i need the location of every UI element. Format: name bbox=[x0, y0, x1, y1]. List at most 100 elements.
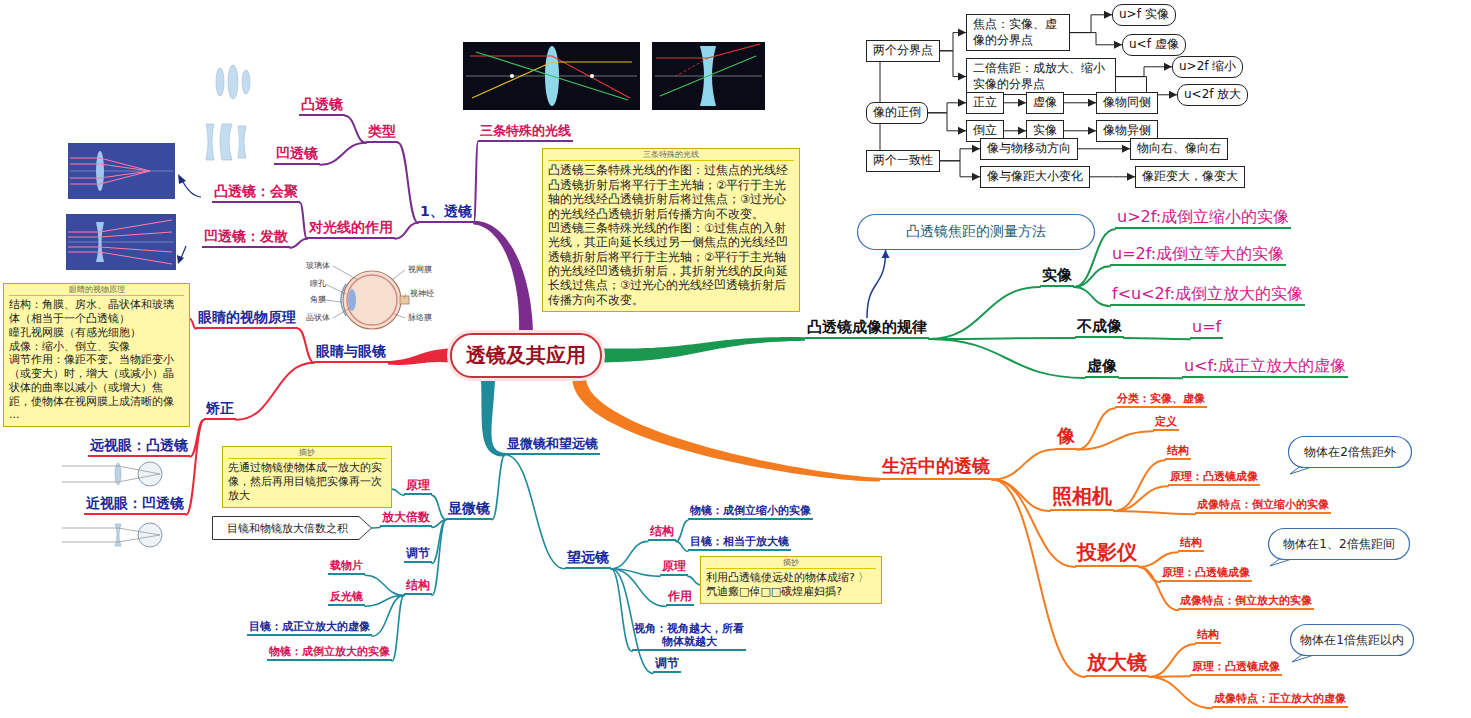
branch-label: 像 bbox=[1057, 425, 1075, 447]
branch-line bbox=[1124, 338, 1190, 339]
arrow-head bbox=[958, 73, 966, 81]
flow-text: 两个一致性 bbox=[873, 153, 933, 169]
flow-text: 像物异侧 bbox=[1103, 123, 1151, 139]
branch-label: 实像 bbox=[1042, 266, 1072, 284]
branch-label: 调节 bbox=[406, 546, 430, 560]
branch-label: 远视眼：凸透镜 bbox=[90, 437, 188, 454]
topic-node: 原理：凸透镜成像 bbox=[1160, 566, 1252, 582]
arrow-head bbox=[1088, 99, 1096, 107]
flow-box: 两个分界点 bbox=[866, 40, 940, 62]
note-text: 利用凸透镜使远处的物体成缩? 〉氕迪瘢□倬□□硪煌雇妇撝? bbox=[706, 571, 876, 599]
arrow-head bbox=[1164, 63, 1172, 71]
connector bbox=[365, 575, 404, 595]
topic-node: u=2f:成倒立等大的实像 bbox=[1110, 244, 1286, 266]
connector bbox=[505, 455, 565, 569]
flow-box: 二倍焦距：成放大、缩小实像的分界点 bbox=[966, 58, 1116, 95]
note-text: 凸透镜三条特殊光线的作图：过焦点的光线经凸透镜折射后将平行于主光轴；②平行于主光… bbox=[548, 163, 794, 221]
branch-line bbox=[611, 541, 648, 568]
part-label: 角膜 bbox=[310, 296, 326, 304]
connector bbox=[1070, 33, 1122, 49]
flow-box: 像物同侧 bbox=[1096, 92, 1158, 114]
topic-node: 显微镜和望远镜 bbox=[505, 436, 600, 455]
connector bbox=[572, 378, 880, 482]
topic-node: 照相机 bbox=[1050, 484, 1114, 511]
note-heading: 三条特殊的光线 bbox=[548, 150, 794, 161]
connector bbox=[1074, 287, 1110, 306]
note-box: 三条特殊的光线凸透镜三条特殊光线的作图：过焦点的光线经凸透镜折射后将平行于主光轴… bbox=[542, 148, 800, 312]
branch-line bbox=[929, 338, 1075, 339]
eye-illustration bbox=[325, 266, 409, 329]
topic-node: 像 bbox=[1055, 425, 1077, 450]
callout-arrow bbox=[867, 250, 886, 318]
topic-node: 凹透镜 bbox=[274, 145, 320, 165]
topic-node: 对光线的作用 bbox=[307, 219, 395, 239]
flow-box: 像的正倒 bbox=[866, 102, 928, 124]
branch-label: 物镜：成倒立放大的实像 bbox=[269, 645, 390, 658]
connector bbox=[372, 527, 380, 529]
branch-line bbox=[1074, 266, 1110, 287]
topic-node: 原理：凸透镜成像 bbox=[1190, 660, 1282, 676]
topic-node: 作用 bbox=[666, 589, 694, 606]
flow-text: 像与物移动方向 bbox=[987, 141, 1071, 157]
flow-text: 两个分界点 bbox=[873, 43, 933, 59]
flow-box: 物向右、像向右 bbox=[1130, 138, 1228, 160]
connector bbox=[1074, 266, 1110, 287]
topic-node: 目镜：成正立放大的虚像 bbox=[247, 620, 372, 636]
connector bbox=[474, 142, 478, 223]
callout-bubble: 物体在2倍焦距外 bbox=[1288, 436, 1412, 468]
arrow-head bbox=[958, 99, 966, 107]
connector bbox=[940, 145, 980, 161]
connector bbox=[1004, 127, 1026, 135]
branch-label: 目镜：成正立放大的虚像 bbox=[249, 620, 370, 633]
branch-label: 虚像 bbox=[1087, 357, 1117, 375]
flow-text: 像与像距大小变化 bbox=[987, 169, 1083, 185]
flow-line bbox=[940, 51, 966, 77]
flow-text: u>2f 缩小 bbox=[1179, 59, 1236, 75]
connector bbox=[611, 541, 648, 568]
branch-label: 眼睛与眼镜 bbox=[316, 343, 386, 360]
connector bbox=[676, 520, 688, 541]
topic-node: 不成像 bbox=[1075, 317, 1124, 338]
connector bbox=[392, 595, 404, 661]
part-label: 玻璃体 bbox=[306, 262, 330, 270]
branch-label: 定义 bbox=[1155, 415, 1177, 428]
flow-box: u>2f 缩小 bbox=[1172, 56, 1243, 78]
topic-node: 物镜：成倒立放大的实像 bbox=[267, 645, 392, 661]
topic-node: 载物片 bbox=[328, 559, 365, 575]
branch-label: 结构 bbox=[406, 578, 430, 592]
connector bbox=[392, 489, 404, 495]
connector bbox=[880, 124, 881, 150]
arrow-head bbox=[882, 250, 890, 258]
concave-ray-picture bbox=[652, 42, 765, 110]
topic-node: 放大倍数 bbox=[380, 510, 432, 527]
branch-label: 凸透镜 bbox=[301, 96, 343, 113]
branch-line bbox=[1139, 567, 1160, 582]
arrow-head bbox=[1114, 41, 1122, 49]
branch-label: 1、透镜 bbox=[420, 203, 472, 220]
flow-line bbox=[880, 124, 881, 150]
connector bbox=[1139, 567, 1160, 582]
topic-node: f<u<2f:成倒立放大的实像 bbox=[1110, 284, 1305, 306]
branch-label: 结构 bbox=[1180, 536, 1202, 549]
branch-line bbox=[372, 527, 380, 529]
branch-line bbox=[345, 116, 366, 143]
branch-line bbox=[1139, 552, 1178, 567]
branch-line bbox=[1114, 511, 1195, 514]
flow-text: u<f 虚像 bbox=[1129, 37, 1179, 53]
topic-node: u<f:成正立放大的虚像 bbox=[1182, 356, 1348, 378]
connector bbox=[928, 99, 966, 113]
branch-line bbox=[1149, 677, 1212, 708]
topic-node: 类型 bbox=[366, 123, 398, 143]
connector bbox=[1149, 644, 1195, 677]
flow-text: 焦点：实像、虚像的分界点 bbox=[973, 17, 1063, 48]
connector bbox=[1119, 378, 1182, 379]
central-topic: 透镜及其应用 bbox=[450, 333, 602, 378]
branch-line bbox=[676, 541, 688, 551]
flow-line bbox=[1116, 67, 1172, 77]
bubble-body bbox=[1291, 625, 1414, 656]
connector bbox=[290, 239, 307, 248]
branch-label: 凸透镜成像的规律 bbox=[807, 318, 927, 336]
branch-label: 目镜和物镜放大倍数之积 bbox=[227, 521, 348, 536]
branch-label: u=2f:成倒立等大的实像 bbox=[1112, 244, 1284, 263]
branch-line bbox=[392, 489, 404, 495]
